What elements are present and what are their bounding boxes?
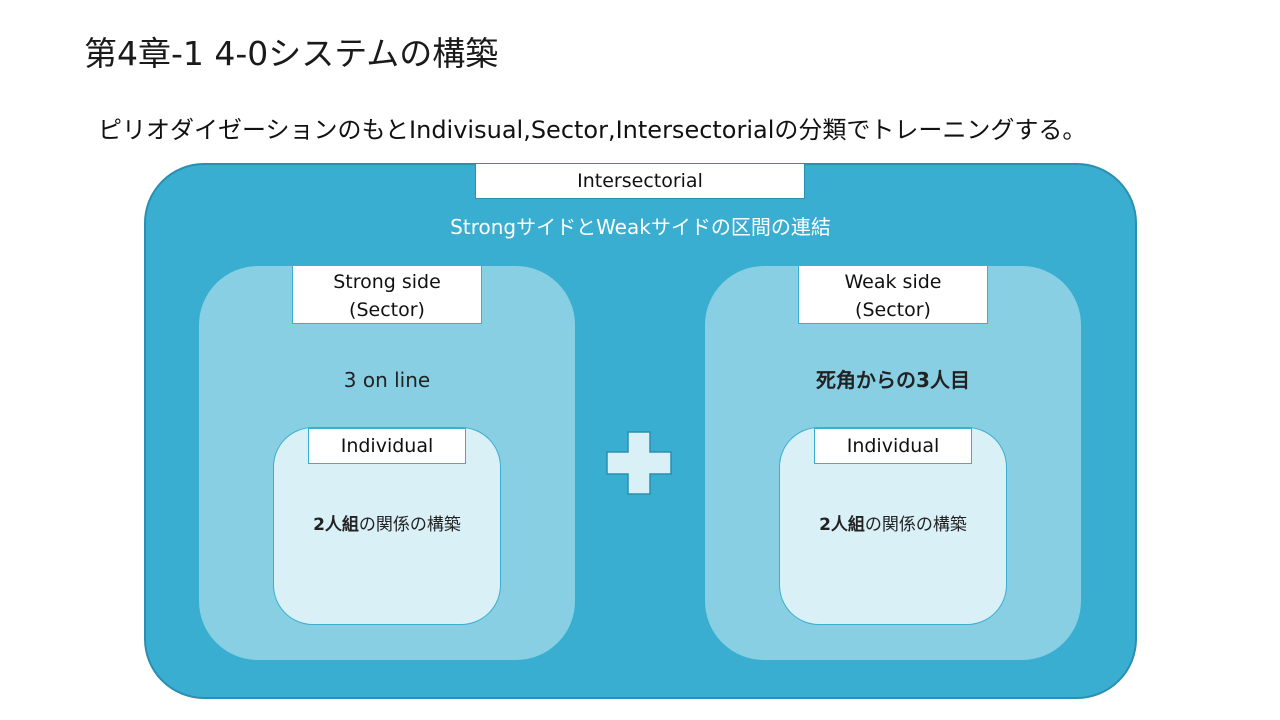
intersectorial-label: Intersectorial: [475, 163, 805, 199]
weak-side-individual-label: Individual: [814, 428, 972, 464]
slide-title: 第4章-1 4-0システムの構築: [84, 34, 499, 73]
weak-side-individual-caption: 2人組の関係の構築: [779, 510, 1007, 540]
weak-side-individual-caption-bold: 2人組: [819, 515, 865, 535]
plus-icon: [606, 431, 672, 495]
weak-side-individual-caption-rest: の関係の構築: [864, 515, 967, 535]
strong-side-individual-caption-rest: の関係の構築: [358, 515, 461, 535]
weak-side-sector-label: Weak side (Sector): [798, 265, 988, 324]
strong-side-individual-caption-bold: 2人組: [313, 515, 359, 535]
strong-side-label-line2: (Sector): [349, 299, 425, 321]
strong-side-sector-label: Strong side (Sector): [292, 265, 482, 324]
strong-side-caption: 3 on line: [343, 368, 431, 392]
weak-side-caption: 死角からの3人目: [816, 368, 970, 392]
strong-side-individual-label: Individual: [308, 428, 466, 464]
intersectorial-caption: StrongサイドとWeakサイドの区間の連結: [450, 215, 831, 239]
strong-side-individual-caption: 2人組の関係の構築: [273, 510, 501, 540]
slide-subtitle: ピリオダイゼーションのもとIndivisual,Sector,Intersect…: [98, 116, 1087, 144]
strong-side-label-line1: Strong side: [333, 271, 441, 293]
weak-side-label-line1: Weak side: [844, 271, 942, 293]
weak-side-label-line2: (Sector): [855, 299, 931, 321]
